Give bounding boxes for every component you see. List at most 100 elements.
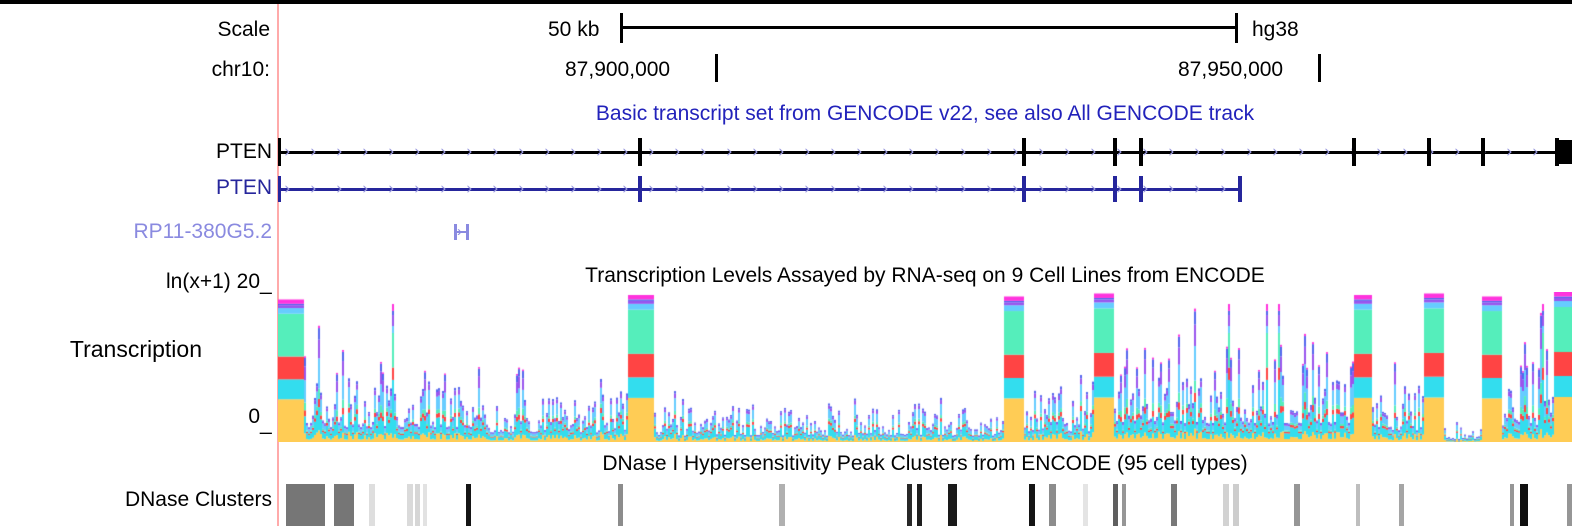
gene-label-pten-2[interactable]: PTEN bbox=[215, 176, 272, 199]
dnase-cluster-bar[interactable] bbox=[415, 484, 421, 526]
dnase-cluster-bar[interactable] bbox=[422, 484, 427, 526]
strand-arrow-icon: › bbox=[1454, 142, 1461, 162]
gene-exon[interactable] bbox=[1022, 176, 1027, 202]
gene-coding-block[interactable] bbox=[1555, 140, 1572, 164]
strand-arrow-icon: › bbox=[284, 179, 291, 199]
dnase-cluster-bar[interactable] bbox=[333, 484, 355, 526]
dnase-cluster-bar[interactable] bbox=[1509, 484, 1514, 526]
gencode-track-title[interactable]: Basic transcript set from GENCODE v22, s… bbox=[595, 102, 1255, 125]
strand-arrow-icon: › bbox=[440, 179, 447, 199]
dnase-cluster-bar[interactable] bbox=[1170, 484, 1178, 526]
gene-label-pten-1[interactable]: PTEN bbox=[215, 140, 272, 163]
strand-arrow-icon: › bbox=[1064, 179, 1071, 199]
gene-start-cap[interactable] bbox=[278, 176, 281, 202]
dnase-cluster-bar[interactable] bbox=[906, 484, 913, 526]
dnase-cluster-bar[interactable] bbox=[368, 484, 376, 526]
strand-arrow-icon: › bbox=[830, 179, 837, 199]
dnase-track-label[interactable]: DNase Clusters bbox=[124, 488, 272, 511]
gene-exon[interactable] bbox=[1112, 138, 1117, 166]
dnase-cluster-bar[interactable] bbox=[1222, 484, 1230, 526]
strand-arrow-icon: › bbox=[284, 142, 291, 162]
gene-exon[interactable] bbox=[1112, 176, 1117, 202]
strand-arrow-icon: › bbox=[1220, 142, 1227, 162]
coord-left-tick bbox=[715, 54, 718, 82]
strand-arrow-icon: › bbox=[1168, 142, 1175, 162]
strand-arrow-icon: › bbox=[674, 179, 681, 199]
dnase-track-title[interactable]: DNase I Hypersensitivity Peak Clusters f… bbox=[602, 452, 1248, 475]
strand-arrow-icon: › bbox=[1428, 142, 1435, 162]
gene-exon[interactable] bbox=[637, 176, 642, 202]
strand-arrow-icon: › bbox=[830, 142, 837, 162]
strand-arrow-icon: › bbox=[1142, 179, 1149, 199]
strand-arrow-icon: › bbox=[726, 142, 733, 162]
strand-arrow-icon: › bbox=[518, 179, 525, 199]
dnase-cluster-bar[interactable] bbox=[1398, 484, 1404, 526]
dnase-cluster-bar[interactable] bbox=[1028, 484, 1035, 526]
transcription-unit-label: ln(x+1) bbox=[166, 270, 231, 293]
center-position-line bbox=[277, 4, 279, 526]
dnase-cluster-bar[interactable] bbox=[1049, 484, 1056, 526]
coord-right-tick bbox=[1318, 54, 1321, 82]
strand-arrow-icon: › bbox=[1324, 142, 1331, 162]
transcription-signal-chart[interactable] bbox=[278, 292, 1572, 442]
gene-start-cap[interactable] bbox=[278, 138, 281, 166]
dnase-cluster-bar[interactable] bbox=[1232, 484, 1240, 526]
gene-exon[interactable] bbox=[1238, 176, 1243, 202]
dnase-cluster-bar[interactable] bbox=[1082, 484, 1089, 526]
dnase-cluster-bar[interactable] bbox=[285, 484, 325, 526]
dnase-cluster-bar[interactable] bbox=[1293, 484, 1301, 526]
gene-exon[interactable] bbox=[1138, 176, 1143, 202]
transcription-track-label[interactable]: Transcription bbox=[69, 336, 202, 362]
dnase-cluster-bar[interactable] bbox=[948, 484, 958, 526]
strand-arrow-icon: › bbox=[752, 179, 759, 199]
strand-arrow-icon: › bbox=[596, 179, 603, 199]
strand-arrow-icon: › bbox=[648, 179, 655, 199]
gene-exon[interactable] bbox=[1352, 138, 1357, 166]
dnase-cluster-bar[interactable] bbox=[618, 484, 624, 526]
strand-arrow-icon: › bbox=[908, 179, 915, 199]
strand-arrow-icon: › bbox=[882, 179, 889, 199]
transcription-axis-min-label: 0 bbox=[248, 405, 260, 428]
strand-arrow-icon: › bbox=[700, 142, 707, 162]
dnase-cluster-bar[interactable] bbox=[1355, 484, 1360, 526]
strand-arrow-icon: › bbox=[1012, 179, 1019, 199]
gene-exon[interactable] bbox=[637, 138, 642, 166]
coord-left-label: 87,900,000 bbox=[565, 58, 671, 81]
strand-arrow-icon: › bbox=[934, 142, 941, 162]
strand-arrow-icon: › bbox=[778, 142, 785, 162]
strand-arrow-icon: › bbox=[1376, 142, 1383, 162]
dnase-clusters-layer[interactable] bbox=[278, 484, 1572, 526]
gene-label-rp11[interactable]: RP11-380G5.2 bbox=[133, 220, 272, 243]
dnase-cluster-bar[interactable] bbox=[778, 484, 786, 526]
strand-arrow-icon: › bbox=[456, 223, 462, 240]
strand-arrow-icon: › bbox=[570, 142, 577, 162]
strand-arrow-icon: › bbox=[1142, 142, 1149, 162]
dnase-cluster-bar[interactable] bbox=[465, 484, 471, 526]
strand-arrow-icon: › bbox=[1532, 142, 1539, 162]
strand-arrow-icon: › bbox=[674, 142, 681, 162]
strand-arrow-icon: › bbox=[960, 142, 967, 162]
dnase-cluster-bar[interactable] bbox=[1566, 484, 1572, 526]
gene-exon[interactable] bbox=[1022, 138, 1027, 166]
dnase-cluster-bar[interactable] bbox=[1112, 484, 1118, 526]
strand-arrow-icon: › bbox=[908, 142, 915, 162]
gene-exon[interactable] bbox=[1138, 138, 1143, 166]
gene-intron-line bbox=[278, 151, 1572, 154]
strand-arrow-icon: › bbox=[310, 179, 317, 199]
strand-arrow-icon: › bbox=[596, 142, 603, 162]
strand-arrow-icon: › bbox=[466, 179, 473, 199]
dnase-cluster-bar[interactable] bbox=[407, 484, 413, 526]
dnase-cluster-bar[interactable] bbox=[1121, 484, 1126, 526]
strand-arrow-icon: › bbox=[1038, 142, 1045, 162]
gene-exon[interactable] bbox=[1427, 138, 1432, 166]
scale-bar-line bbox=[620, 26, 1238, 29]
strand-arrow-icon: › bbox=[934, 179, 941, 199]
strand-arrow-icon: › bbox=[1116, 179, 1123, 199]
dnase-cluster-bar[interactable] bbox=[1520, 484, 1528, 526]
strand-arrow-icon: › bbox=[1194, 179, 1201, 199]
dnase-cluster-bar[interactable] bbox=[917, 484, 923, 526]
strand-arrow-icon: › bbox=[1246, 142, 1253, 162]
gene-exon[interactable] bbox=[1481, 138, 1486, 166]
transcription-track-title[interactable]: Transcription Levels Assayed by RNA-seq … bbox=[585, 264, 1265, 287]
